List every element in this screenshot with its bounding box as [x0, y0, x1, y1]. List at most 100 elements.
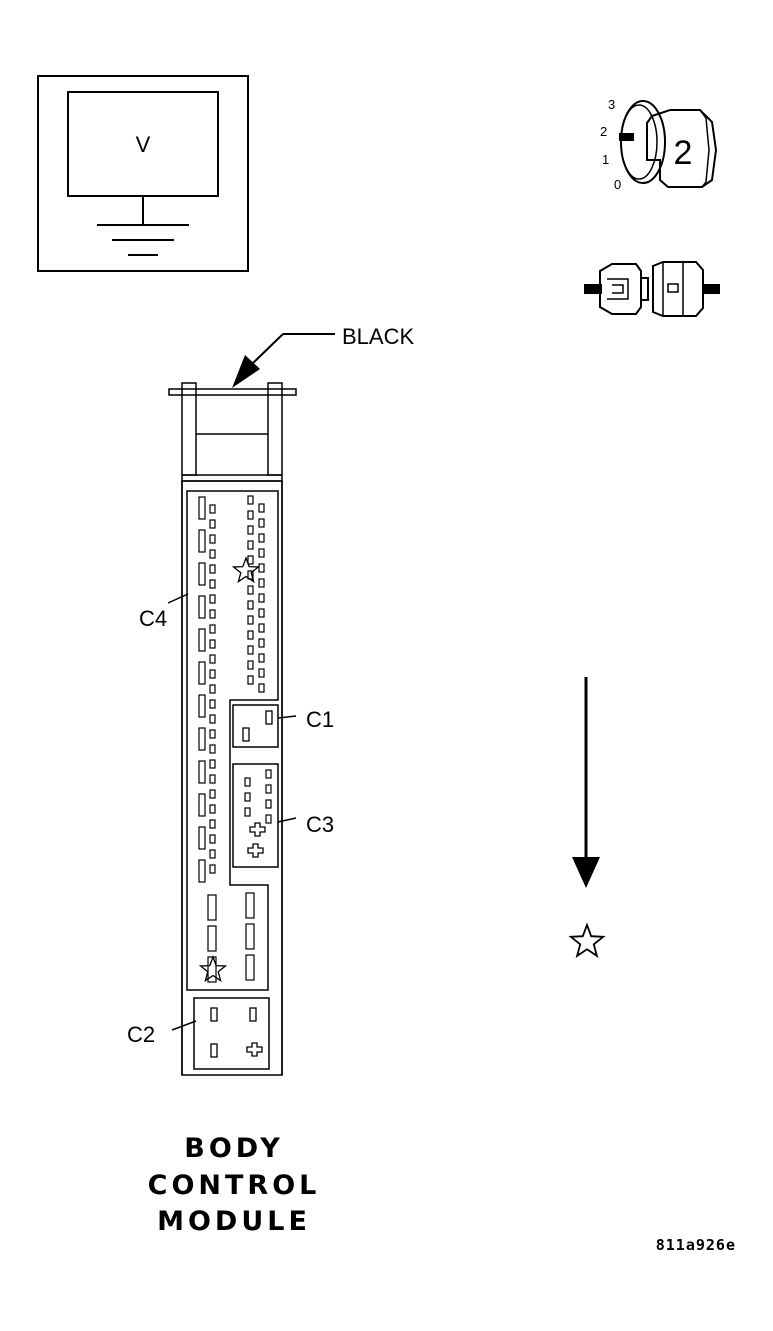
connector-pin: [244, 792, 251, 802]
connector-pin: [258, 623, 265, 633]
connector-pin: [198, 595, 206, 619]
connector-pin: [258, 578, 265, 588]
connector-pin: [265, 814, 272, 824]
connector-pin: [209, 804, 216, 814]
connector-pin: [209, 729, 216, 739]
connector-pin: [258, 503, 265, 513]
connector-pin: [209, 504, 216, 514]
connector-pin: [247, 630, 254, 640]
c2-cross-pin-icon: [246, 1042, 263, 1057]
connector-pin: [198, 793, 206, 817]
connector-pin: [265, 769, 272, 779]
module-title-line2: CONTROL: [148, 1170, 321, 1201]
connector-pin: [209, 624, 216, 634]
voltmeter-symbol: V: [136, 132, 151, 157]
connector-pin: [245, 923, 255, 950]
connector-c3-pins: [244, 769, 272, 824]
connector-pin: [245, 954, 255, 981]
body-control-module: [168, 382, 297, 1076]
connector-pin: [198, 727, 206, 751]
connector-pin: [209, 549, 216, 559]
down-arrow-icon: [572, 677, 600, 888]
connector-pin: [209, 669, 216, 679]
connector-pin: [258, 593, 265, 603]
pin-star-icon: [231, 556, 261, 584]
c3-cross-pin-icon: [247, 843, 264, 858]
connector-pin: [258, 608, 265, 618]
connector-pin: [247, 525, 254, 535]
connector-pin: [209, 684, 216, 694]
connector-pin: [209, 609, 216, 619]
connector-pin: [198, 529, 206, 553]
connector-pin: [258, 563, 265, 573]
connector-pin: [244, 807, 251, 817]
connector-c1: [232, 704, 279, 748]
connector-pin: [258, 653, 265, 663]
ignition-position-3: 3: [608, 97, 615, 112]
ignition-position-0: 0: [614, 177, 621, 192]
ignition-current-position: 2: [674, 134, 693, 172]
connector-pin: [198, 661, 206, 685]
connector-pin: [258, 668, 265, 678]
connector-pin: [198, 562, 206, 586]
connector-pin: [247, 645, 254, 655]
connector-label-c3: C3: [306, 812, 334, 837]
pin-star-icon: [568, 922, 606, 958]
connector-pin: [247, 510, 254, 520]
connector-pin: [209, 594, 216, 604]
connector-pin: [258, 533, 265, 543]
c3-cross-pin-icon: [249, 822, 266, 837]
connector-pin: [247, 495, 254, 505]
wire-color-label: BLACK: [342, 324, 414, 349]
connector-c4-pins: [198, 495, 265, 883]
connector-pin: [209, 759, 216, 769]
connector-c4-outline: [186, 490, 279, 991]
connector-pin: [258, 548, 265, 558]
connector-pin: [209, 534, 216, 544]
connector-pin: [247, 675, 254, 685]
connector-pin: [209, 849, 216, 859]
connector-pin: [198, 694, 206, 718]
connector-pin: [198, 496, 206, 520]
connector-pin: [209, 654, 216, 664]
connector-c3: [232, 763, 279, 868]
connector-pin: [245, 892, 255, 919]
connector-pin: [198, 859, 206, 883]
voltmeter-icon: V: [37, 75, 249, 272]
connector-pin: [209, 699, 216, 709]
connector-pin: [209, 789, 216, 799]
module-title: BODY CONTROL MODULE: [148, 1133, 321, 1237]
connector-pin: [209, 834, 216, 844]
connector-label-c1: C1: [306, 707, 334, 732]
connector-pin: [209, 819, 216, 829]
connector-pin: [247, 540, 254, 550]
connector-pin: [258, 638, 265, 648]
connector-pin: [198, 628, 206, 652]
connector-pin: [265, 784, 272, 794]
connector-label-c2: C2: [127, 1022, 155, 1047]
ignition-position-2: 2: [600, 124, 607, 139]
wire-color-callout: BLACK: [232, 324, 414, 388]
connector-pin: [207, 894, 217, 921]
pin-star-icon: [198, 955, 228, 983]
connector-pin: [209, 864, 216, 874]
connector-pin: [198, 826, 206, 850]
connector-pin: [209, 744, 216, 754]
module-title-line1: BODY: [184, 1133, 284, 1164]
connector-pin: [209, 714, 216, 724]
connector-pin: [258, 683, 265, 693]
connector-pin: [207, 925, 217, 952]
figure-code: 811a926e: [656, 1236, 736, 1254]
connector-pin: [247, 660, 254, 670]
connector-pin: [209, 519, 216, 529]
connector-pin: [265, 799, 272, 809]
connector-c2: [193, 997, 270, 1070]
connector-pin: [198, 760, 206, 784]
disconnected-connector-icon: [584, 261, 720, 317]
connector-pin: [258, 518, 265, 528]
connector-pin: [209, 579, 216, 589]
module-title-line3: MODULE: [157, 1206, 311, 1237]
connector-pin: [244, 777, 251, 787]
ignition-key-icon: 3 2 1 0 2: [600, 97, 718, 192]
